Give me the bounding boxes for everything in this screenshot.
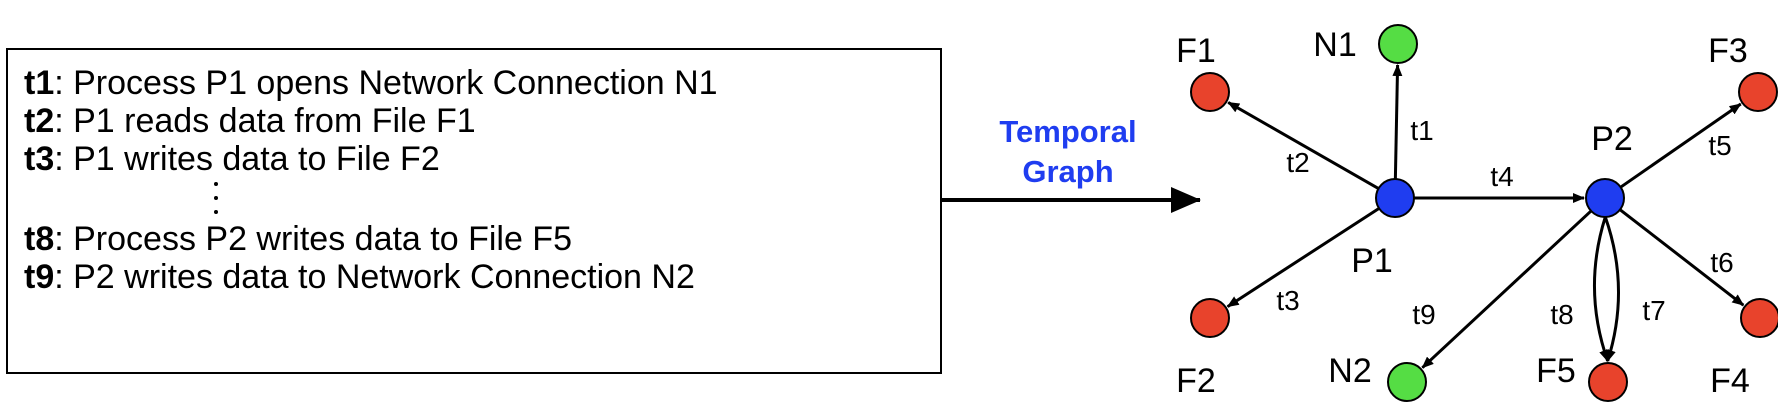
node-F2 (1190, 298, 1230, 338)
node-N1 (1378, 24, 1418, 64)
node-P1 (1375, 178, 1415, 218)
node-P2 (1585, 178, 1625, 218)
edge-t7 (1603, 216, 1621, 362)
node-label-F5: F5 (1536, 352, 1576, 390)
vertical-ellipsis (24, 182, 940, 220)
edge-t1 (1392, 63, 1403, 180)
nodes-layer (1190, 24, 1778, 402)
ellipsis-dot (214, 182, 218, 186)
event-text: : P2 writes data to Network Connection N… (54, 258, 695, 296)
temporal-graph-label-line2: Graph (1022, 154, 1114, 189)
edge-t3 (1226, 207, 1380, 308)
node-F4 (1740, 298, 1778, 338)
node-label-F2: F2 (1176, 362, 1216, 400)
node-F3 (1738, 72, 1778, 112)
node-N2 (1387, 362, 1427, 402)
event-id: t8 (24, 220, 55, 258)
edges-layer (1226, 63, 1745, 369)
ellipsis-dot (214, 196, 218, 200)
event-id: t1 (24, 64, 55, 102)
event-text: : P1 writes data to File F2 (54, 140, 440, 178)
temporal-graph-label-line1: Temporal (999, 114, 1137, 149)
edge-t9 (1421, 209, 1593, 369)
node-label-P2: P2 (1591, 120, 1633, 158)
edge-label-t2: t2 (1286, 147, 1309, 178)
node-label-N1: N1 (1313, 26, 1356, 64)
temporal-graph-label: Temporal Graph (968, 112, 1168, 192)
event-line-t1: t1: Process P1 opens Network Connection … (24, 64, 940, 102)
event-text: : Process P2 writes data to File F5 (54, 220, 572, 258)
edge-label-t4: t4 (1490, 161, 1513, 192)
node-F1 (1190, 72, 1230, 112)
event-line-t8: t8: Process P2 writes data to File F5 (24, 220, 940, 258)
edge-label-t9: t9 (1412, 299, 1435, 330)
event-id: t2 (24, 102, 55, 140)
event-line-t3: t3: P1 writes data to File F2 (24, 140, 940, 178)
edge-label-t3: t3 (1276, 285, 1299, 316)
edge-t6 (1619, 208, 1745, 307)
event-id: t9 (24, 258, 55, 296)
edge-t8 (1592, 216, 1610, 362)
node-label-F3: F3 (1708, 32, 1748, 70)
edge-label-t6: t6 (1710, 247, 1733, 278)
edge-t5 (1619, 102, 1742, 189)
node-label-F1: F1 (1176, 32, 1216, 70)
edge-t2 (1227, 101, 1380, 190)
edge-label-t7: t7 (1642, 295, 1665, 326)
node-label-N2: N2 (1328, 352, 1371, 390)
event-text: : P1 reads data from File F1 (54, 102, 476, 140)
edge-label-t5: t5 (1708, 130, 1731, 161)
edge-label-t8: t8 (1550, 299, 1573, 330)
event-line-t9: t9: P2 writes data to Network Connection… (24, 258, 940, 296)
edge-label-t1: t1 (1410, 115, 1433, 146)
event-id: t3 (24, 140, 55, 178)
node-label-F4: F4 (1710, 362, 1750, 400)
ellipsis-dot (214, 210, 218, 214)
node-F5 (1588, 362, 1628, 402)
node-label-P1: P1 (1351, 242, 1393, 280)
event-list-box: t1: Process P1 opens Network Connection … (6, 48, 942, 374)
event-line-t2: t2: P1 reads data from File F1 (24, 102, 940, 140)
event-text: : Process P1 opens Network Connection N1 (54, 64, 718, 102)
